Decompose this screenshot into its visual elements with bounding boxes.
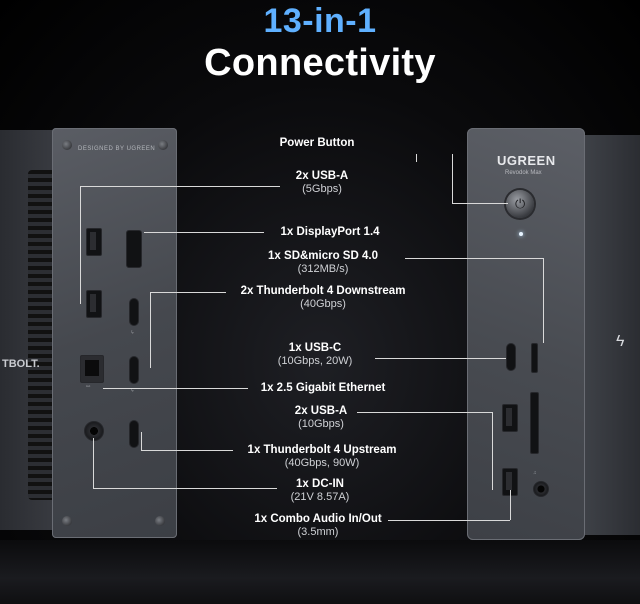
callout-line [452,154,453,203]
headphone-icon: ♫ [533,470,537,476]
screw [155,516,165,526]
callout-spec: (5Gbps) [302,183,342,195]
callout-spec: (3.5mm) [297,526,339,538]
sd-card-slot [530,392,539,454]
callout-line [141,432,142,450]
dc-in-port [84,421,104,441]
brand-logo: UGREEN [497,153,556,168]
callout-title: 1x USB-C [288,342,342,354]
callout-usba-10gbps: 2x USB-A (10Gbps) [211,405,431,431]
callout-line [93,488,277,489]
micro-sd-slot [531,343,538,373]
callout-power: Power Button [207,137,427,150]
power-icon: ⏻ [515,196,526,211]
callout-line [93,438,94,488]
callout-displayport: 1x DisplayPort 1.4 [220,226,440,239]
callout-audio: 1x Combo Audio In/Out (3.5mm) [208,513,428,539]
rear-panel [52,128,177,538]
callout-line [388,520,510,521]
callout-line [80,186,280,187]
callout-spec: (21V 8.57A) [290,491,350,503]
callout-spec: (40Gbps) [300,298,346,310]
thunderbolt-icon: ϟ [616,333,625,350]
callout-title: 1x DisplayPort 1.4 [280,226,380,238]
callout-title: 2x USB-A [295,170,349,182]
vent-grille [28,170,56,500]
usb-a-port [86,228,102,256]
callout-line [80,186,81,304]
callout-tb4-downstream: 2x Thunderbolt 4 Downstream (40Gbps) [213,285,433,311]
page-title: Connectivity [204,42,436,84]
callout-dcin: 1x DC-IN (21V 8.57A) [210,478,430,504]
usb-a-port [502,404,518,432]
callout-title: 2x Thunderbolt 4 Downstream [240,285,406,297]
ethernet-icon: ⚯ [86,384,91,390]
audio-jack [533,481,549,497]
callout-spec: (10Gbps) [298,418,344,430]
callout-title: 1x DC-IN [296,478,344,490]
callout-line [452,203,508,204]
usb-a-port [86,290,102,318]
callout-title: 1x Thunderbolt 4 Upstream [247,444,397,456]
callout-ethernet: 1x 2.5 Gigabit Ethernet [213,382,433,395]
displayport-port [126,230,142,268]
callout-line [150,292,151,368]
status-led [519,232,523,236]
callout-line [375,358,506,359]
callout-title: 2x USB-A [294,405,348,417]
callout-line [510,490,511,520]
callout-sd: 1x SD&micro SD 4.0 (312MB/s) [213,250,433,276]
callout-spec: (312MB/s) [297,263,349,275]
callout-line [103,388,248,389]
callout-line [405,258,543,259]
floor-reflection [0,540,640,604]
callout-line [144,232,264,233]
callout-title: 1x SD&micro SD 4.0 [268,250,378,262]
callout-line [543,258,544,343]
title-accent: 13-in-1 [263,2,377,40]
callout-title: 1x Combo Audio In/Out [254,513,382,525]
callout-spec: (40Gbps, 90W) [284,457,360,469]
screw [62,516,72,526]
thunderbolt-upstream-port [129,420,139,448]
thunderbolt-icon: ϟ [131,388,134,394]
callout-usba-5gbps: 2x USB-A (5Gbps) [212,170,432,196]
right-device-side [585,135,640,535]
designed-by-text: DESIGNED BY UGREEN [78,146,156,152]
callout-line [492,412,493,490]
thunderbolt-logo-text: TBOLT. [2,358,40,370]
ethernet-port [80,355,104,383]
callout-tb4-upstream: 1x Thunderbolt 4 Upstream (40Gbps, 90W) [212,444,432,470]
usb-c-port [506,343,516,371]
model-name: Revodok Max [505,170,542,176]
screw [62,140,72,150]
front-panel [467,128,585,540]
power-button[interactable] [506,190,534,218]
thunderbolt-downstream-port [129,356,139,384]
callout-spec: (10Gbps, 20W) [277,355,353,367]
thunderbolt-icon: ϟ [131,330,134,336]
callout-line [357,412,492,413]
callout-title: Power Button [279,137,355,149]
thunderbolt-downstream-port [129,298,139,326]
callout-title: 1x 2.5 Gigabit Ethernet [260,382,386,394]
callout-line [150,292,226,293]
screw [158,140,168,150]
callout-line [141,450,233,451]
callout-usbc: 1x USB-C (10Gbps, 20W) [205,342,425,368]
